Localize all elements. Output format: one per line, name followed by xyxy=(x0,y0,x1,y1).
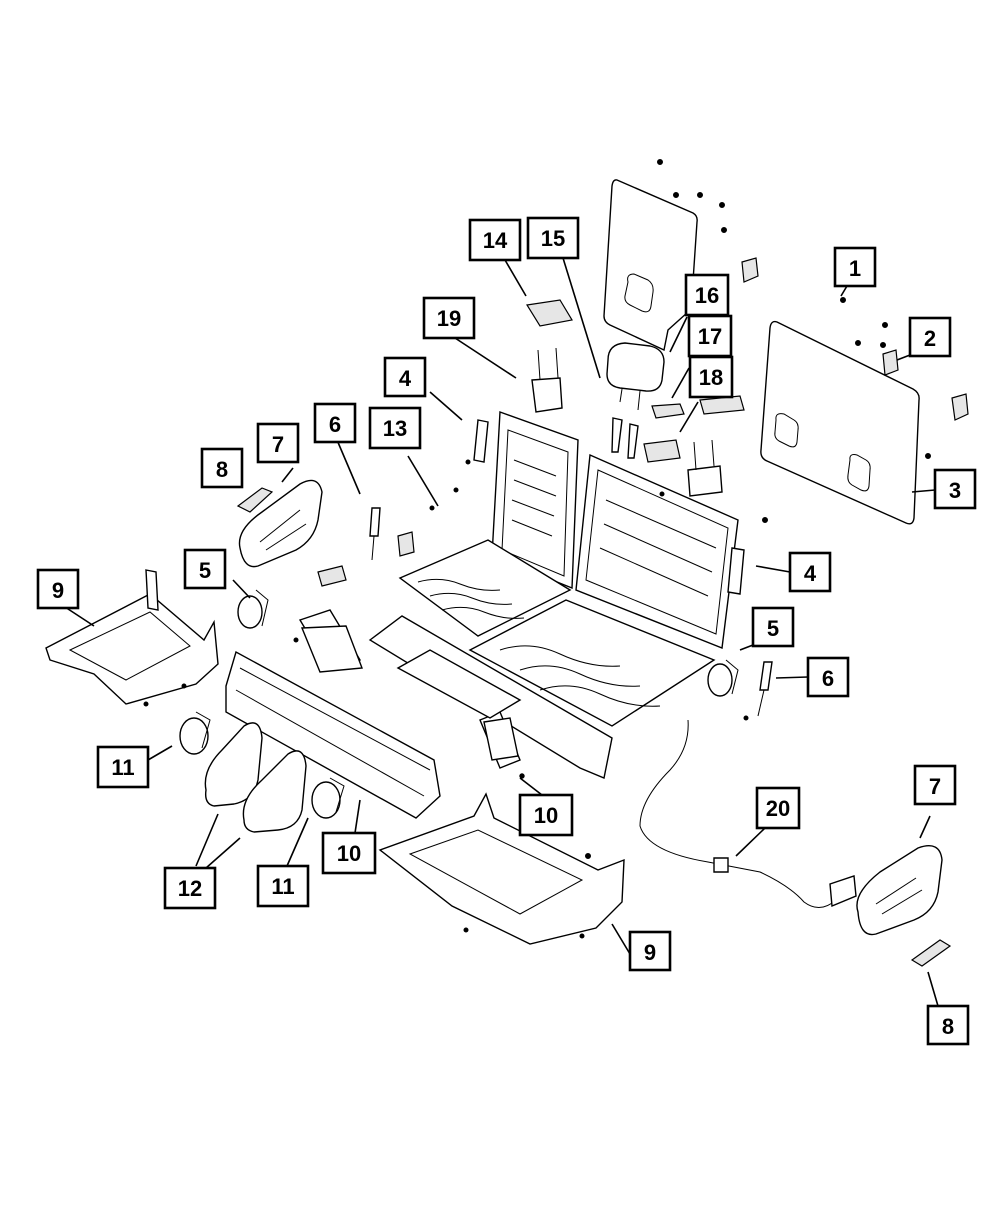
callout-label: 1 xyxy=(849,256,861,281)
callout-8-right[interactable]: 8 xyxy=(926,1004,970,1046)
callout-label: 2 xyxy=(924,326,936,351)
callout-11-right[interactable]: 11 xyxy=(256,864,310,908)
side-shield-left xyxy=(238,479,323,568)
seat-back-panel-right xyxy=(760,320,920,525)
callout-label: 10 xyxy=(534,803,558,828)
callout-11-left[interactable]: 11 xyxy=(96,745,150,789)
callout-label: 17 xyxy=(698,324,722,349)
callout-6-right[interactable]: 6 xyxy=(806,656,850,698)
callout-label: 4 xyxy=(399,366,412,391)
callout-4-right[interactable]: 4 xyxy=(788,551,832,593)
callout-label: 20 xyxy=(766,796,790,821)
callout-label: 11 xyxy=(271,874,294,899)
callout-label: 19 xyxy=(437,306,461,331)
headrest xyxy=(606,342,665,411)
callout-label: 6 xyxy=(329,412,341,437)
seat-back-frame-left xyxy=(491,411,579,590)
bolt xyxy=(369,507,773,717)
callout-label: 3 xyxy=(949,478,961,503)
headrest-guides xyxy=(611,395,745,463)
leader-lines xyxy=(64,257,939,1007)
shield-cover xyxy=(204,722,307,833)
floor-cover-right xyxy=(378,792,625,945)
floor-cover-left xyxy=(45,569,219,705)
callout-label: 4 xyxy=(804,561,817,586)
callout-4-upper[interactable]: 4 xyxy=(383,356,427,398)
small-bracket xyxy=(317,531,415,587)
callout-16[interactable]: 16 xyxy=(684,273,730,317)
callout-label: 16 xyxy=(695,283,719,308)
callout-label: 8 xyxy=(942,1014,954,1039)
callout-2[interactable]: 2 xyxy=(908,316,952,358)
callout-label: 9 xyxy=(644,940,656,965)
callout-label: 15 xyxy=(541,226,565,251)
callout-7-right[interactable]: 7 xyxy=(913,764,957,806)
callout-label: 7 xyxy=(272,432,284,457)
callout-20[interactable]: 20 xyxy=(755,786,801,830)
cushion-pad xyxy=(526,299,573,327)
release-handle xyxy=(236,487,952,967)
callout-label: 5 xyxy=(199,558,211,583)
misc-fasteners xyxy=(143,459,749,939)
side-shield-right xyxy=(856,845,943,936)
callout-8-left[interactable]: 8 xyxy=(200,447,244,489)
seat-riser xyxy=(225,625,519,819)
callout-label: 9 xyxy=(52,578,64,603)
release-cable xyxy=(639,719,857,908)
callout-6-upper[interactable]: 6 xyxy=(313,402,357,444)
callout-7-left[interactable]: 7 xyxy=(256,422,300,464)
callout-14[interactable]: 14 xyxy=(468,218,522,262)
callout-5-right[interactable]: 5 xyxy=(751,606,795,648)
callout-label: 5 xyxy=(767,616,779,641)
trim-bracket xyxy=(179,711,345,819)
callout-18[interactable]: 18 xyxy=(688,355,734,399)
callout-5-left[interactable]: 5 xyxy=(183,548,227,590)
clip-icon xyxy=(741,257,969,421)
callout-9-left[interactable]: 9 xyxy=(36,568,80,610)
panel-fasteners xyxy=(657,159,931,523)
callout-17[interactable]: 17 xyxy=(687,314,733,358)
callout-label: 14 xyxy=(483,228,508,253)
part-illustrations xyxy=(45,159,969,967)
callout-15[interactable]: 15 xyxy=(526,216,580,260)
seat-cushion-frame-left xyxy=(398,539,572,637)
pivot xyxy=(237,589,739,697)
callout-3[interactable]: 3 xyxy=(933,468,977,510)
callout-9-right[interactable]: 9 xyxy=(628,930,672,972)
callout-label: 11 xyxy=(111,755,134,780)
hinge-bracket xyxy=(531,347,723,497)
callout-label: 18 xyxy=(699,365,723,390)
seat-cushion-frame-right xyxy=(468,599,716,727)
callout-label: 8 xyxy=(216,457,228,482)
actuator xyxy=(473,419,745,595)
callout-label: 13 xyxy=(383,416,407,441)
callout-labels: 1 2 3 4 4 5 5 6 xyxy=(36,216,977,1046)
callout-10-left[interactable]: 10 xyxy=(321,831,377,875)
seat-back-panel-left xyxy=(603,179,698,352)
callout-label: 7 xyxy=(929,774,941,799)
callout-label: 12 xyxy=(178,876,202,901)
callout-19[interactable]: 19 xyxy=(422,296,476,340)
callout-label: 10 xyxy=(337,841,361,866)
callout-12[interactable]: 12 xyxy=(163,866,217,910)
callout-10-right[interactable]: 10 xyxy=(518,793,574,837)
seat-back-frame-right xyxy=(575,453,739,649)
callout-13[interactable]: 13 xyxy=(368,406,422,450)
callout-label: 6 xyxy=(822,666,834,691)
callout-1[interactable]: 1 xyxy=(833,246,877,288)
